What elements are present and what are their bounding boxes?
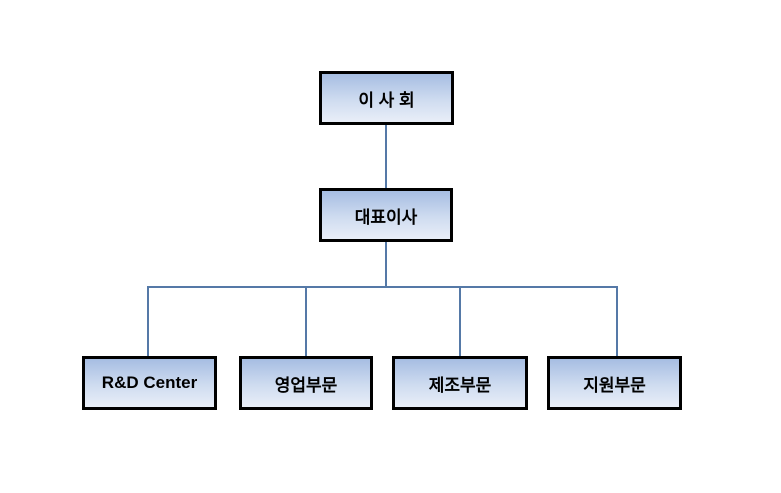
org-node-support-division: 지원부문 (547, 356, 682, 410)
org-node-board: 이 사 회 (319, 71, 454, 125)
org-node-manufacturing-division-label: 제조부문 (428, 375, 492, 395)
connector-drop-rnd-center (147, 286, 149, 356)
org-node-ceo-label: 대표이사 (354, 207, 418, 227)
org-node-support-division-label: 지원부문 (583, 375, 646, 395)
connector-drop-sales (305, 286, 307, 356)
org-node-rnd-center: R&D Center (82, 356, 217, 410)
connector-drop-support (616, 286, 618, 356)
org-node-ceo: 대표이사 (319, 188, 453, 242)
org-node-board-label: 이 사 회 (358, 90, 415, 110)
org-node-rnd-center-label: R&D Center (101, 373, 198, 392)
org-node-manufacturing-division: 제조부문 (392, 356, 528, 410)
connector-drop-manufacturing (459, 286, 461, 356)
org-node-sales-division-label: 영업부문 (274, 375, 338, 395)
connector-bus-horizontal (147, 286, 618, 288)
connector-board-to-ceo (385, 125, 387, 188)
org-node-sales-division: 영업부문 (239, 356, 373, 410)
connector-ceo-to-bus (385, 242, 387, 287)
